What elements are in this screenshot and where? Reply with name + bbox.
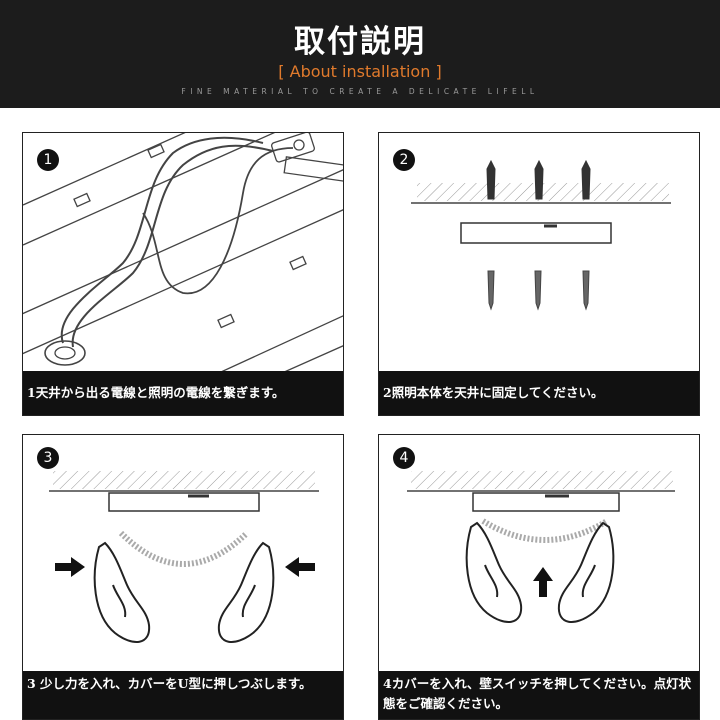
step-2-caption: 2照明本体を天井に固定してください。 <box>379 371 699 415</box>
step-1-caption: 1天井から出る電線と照明の電線を繋ぎます。 <box>23 371 343 415</box>
step-number-badge: 2 <box>393 149 415 171</box>
step-3-panel: 3 3 少し力を入れ、カバーをU型に押しつぶします。 <box>22 434 344 720</box>
step-4-panel: 4 4カバーを入れ、壁スイッチを押してください。点灯状態をご確認ください。 <box>378 434 700 720</box>
insert-cover-illustration <box>407 471 675 623</box>
page-header: 取付説明 [ About installation ] FINE MATERIA… <box>0 0 720 108</box>
step-1-panel: 1 1天井から出る電線と照明の電線を繋ぎます。 <box>22 132 344 416</box>
ceiling-mount-illustration <box>411 159 671 311</box>
step-number-badge: 3 <box>37 447 59 469</box>
page-subtitle: [ About installation ] <box>278 62 442 81</box>
page-tagline: FINE MATERIAL TO CREATE A DELICATE LIFEL… <box>181 87 539 96</box>
step-4-caption: 4カバーを入れ、壁スイッチを押してください。点灯状態をご確認ください。 <box>379 671 699 719</box>
page-title: 取付説明 <box>294 24 426 60</box>
step-2-panel: 2 2照明本体を天井に固定してください。 <box>378 132 700 416</box>
squeeze-cover-illustration <box>49 471 319 643</box>
step-number-badge: 1 <box>37 149 59 171</box>
step-number-badge: 4 <box>393 447 415 469</box>
step-3-caption: 3 少し力を入れ、カバーをU型に押しつぶします。 <box>23 671 343 719</box>
